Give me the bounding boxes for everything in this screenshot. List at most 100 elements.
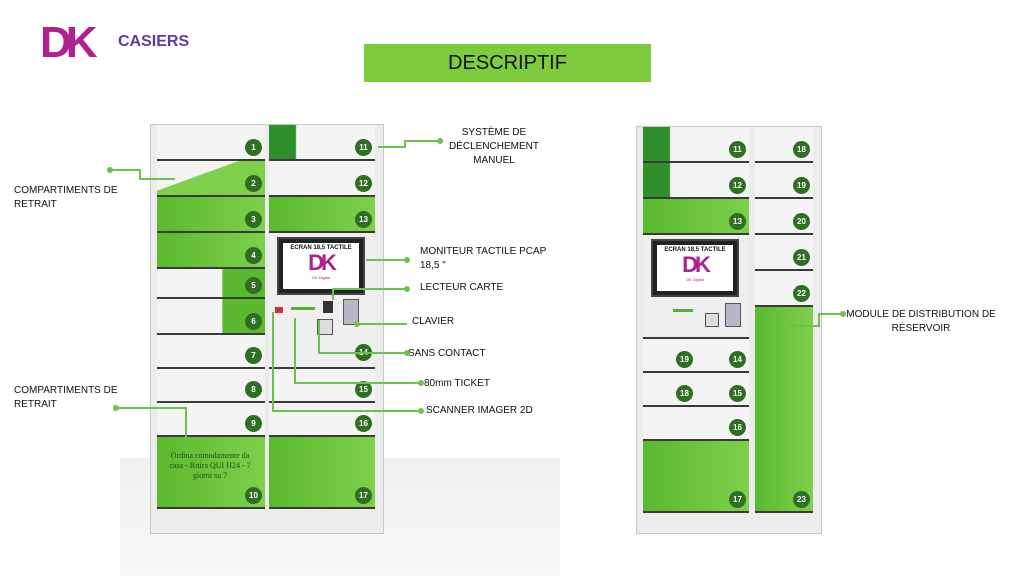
locker-number: 11 (729, 141, 746, 158)
locker-unit-left: 1 2 3 4 5 6 7 8 9 Ordina comodamente da … (150, 124, 384, 534)
locker-5[interactable]: 5 (157, 269, 265, 299)
locker-r14[interactable]: 14 (696, 339, 749, 373)
connector-dot (404, 286, 410, 292)
locker-number: 2 (245, 175, 262, 192)
locker-number: 1 (245, 139, 262, 156)
connector-line (185, 407, 187, 441)
locker-3[interactable]: 3 (157, 197, 265, 233)
center-column: 11 12 13 ECRAN 18,5 TACTILE DK DK Digita… (269, 125, 375, 515)
locker-4[interactable]: 4 (157, 233, 265, 269)
locker-number: 8 (245, 381, 262, 398)
locker-10[interactable]: Ordina comodamente da casa - Ritira QUI … (157, 437, 265, 509)
screen-title: ECRAN 18,5 TACTILE (290, 245, 352, 251)
ticket-slot-right (673, 309, 693, 312)
label-release-system: SYSTÈME DE DÉCLENCHEMENT MANUEL (448, 127, 539, 166)
connector-line (139, 178, 175, 180)
connector-line (818, 313, 820, 327)
connector-line (378, 146, 406, 148)
locker-16[interactable]: 16 (269, 403, 375, 437)
connector-line (318, 320, 320, 354)
connector-line (366, 259, 406, 261)
screen-display: ECRAN 18,5 TACTILE DK DK Digital (657, 245, 733, 291)
connector-line (404, 140, 406, 148)
locker-r22[interactable]: 22 (755, 271, 813, 307)
touch-monitor[interactable]: ECRAN 18,5 TACTILE DK DK Digital (277, 237, 365, 295)
locker-11[interactable]: 11 (269, 125, 375, 161)
screen-display: ECRAN 18,5 TACTILE DK DK Digital (283, 243, 359, 289)
label-tank-module: MODULE DE DISTRIBUTION DE RÉSERVOIR (846, 309, 996, 334)
locker-number: 5 (245, 277, 262, 294)
locker-number: 6 (245, 313, 262, 330)
locker-number: 7 (245, 347, 262, 364)
locker-r15[interactable]: 15 (696, 373, 749, 407)
connector-line (404, 140, 440, 142)
keypad-right[interactable] (725, 303, 741, 327)
locker-7[interactable]: 7 (157, 335, 265, 369)
brand-name: CASIERS (118, 33, 190, 50)
locker-number: 18 (793, 141, 810, 158)
right-column-a: 11 12 13 ECRAN 18,5 TACTILE DK DK Digita… (643, 127, 749, 517)
connector-dot (404, 350, 410, 356)
locker-r19b[interactable]: 19 (755, 163, 813, 199)
locker-r17[interactable]: 17 (643, 441, 749, 513)
locker-number: 11 (355, 139, 372, 156)
locker-r20[interactable]: 20 (755, 199, 813, 235)
keypad[interactable] (343, 299, 359, 325)
ad-text: Ordina comodamente da casa - Ritira QUI … (169, 451, 251, 480)
locker-r13[interactable]: 13 (643, 199, 749, 235)
scanner[interactable] (275, 307, 283, 313)
locker-12[interactable]: 12 (269, 161, 375, 197)
locker-2[interactable]: 2 (157, 161, 265, 197)
card-reader[interactable] (323, 301, 333, 313)
connector-dot (437, 138, 443, 144)
locker-number: 19 (676, 351, 693, 368)
logo-letters: DK (40, 18, 98, 67)
label-compartments-top: COMPARTIMENTS DE RETRAIT (14, 185, 118, 210)
tank-module[interactable]: 23 (755, 307, 813, 513)
connector-line (332, 288, 334, 300)
connector-line (294, 382, 420, 384)
locker-1[interactable]: 1 (157, 125, 265, 161)
locker-number: 12 (355, 175, 372, 192)
ticket-slot (291, 307, 315, 310)
left-column: 1 2 3 4 5 6 7 8 9 Ordina comodamente da … (157, 125, 265, 515)
locker-r18[interactable]: 18 (643, 373, 696, 407)
connector-dot (418, 408, 424, 414)
right-column-b: 18 19 20 21 22 23 (755, 127, 813, 517)
locker-r11[interactable]: 11 (643, 127, 749, 163)
connector-line (139, 169, 141, 179)
locker-number: 18 (676, 385, 693, 402)
screen-logo: DK (308, 250, 337, 275)
label-compartments-bottom: COMPARTIMENTS DE RETRAIT (14, 385, 118, 410)
locker-number: 15 (729, 385, 746, 402)
locker-number: 12 (729, 177, 746, 194)
kiosk-panel: ECRAN 18,5 TACTILE DK DK Digital 14 (269, 233, 375, 369)
connector-line (272, 312, 274, 412)
locker-13[interactable]: 13 (269, 197, 375, 233)
screen-logo: DK (682, 252, 711, 277)
page-title: DESCRIPTIF (364, 44, 651, 82)
locker-number: 15 (355, 381, 372, 398)
locker-number: 16 (355, 415, 372, 432)
locker-15[interactable]: 15 (269, 369, 375, 403)
locker-number: 22 (793, 285, 810, 302)
label-card-reader: LECTEUR CARTE (420, 282, 504, 293)
locker-r16[interactable]: 16 (643, 407, 749, 441)
locker-number: 19 (793, 177, 810, 194)
locker-8[interactable]: 8 (157, 369, 265, 403)
contactless-reader[interactable] (317, 319, 333, 335)
locker-6[interactable]: 6 (157, 299, 265, 335)
connector-line (110, 169, 140, 171)
locker-17[interactable]: 17 (269, 437, 375, 509)
locker-r21[interactable]: 21 (755, 235, 813, 271)
locker-number: 23 (793, 491, 810, 508)
locker-number: 20 (793, 213, 810, 230)
contactless-reader-right[interactable] (705, 313, 719, 327)
locker-number: 9 (245, 415, 262, 432)
locker-r19[interactable]: 19 (643, 339, 696, 373)
locker-r12[interactable]: 12 (643, 163, 749, 199)
locker-number: 4 (245, 247, 262, 264)
connector-dot (418, 380, 424, 386)
locker-r18b[interactable]: 18 (755, 127, 813, 163)
touch-monitor-right[interactable]: ECRAN 18,5 TACTILE DK DK Digital (651, 239, 739, 297)
